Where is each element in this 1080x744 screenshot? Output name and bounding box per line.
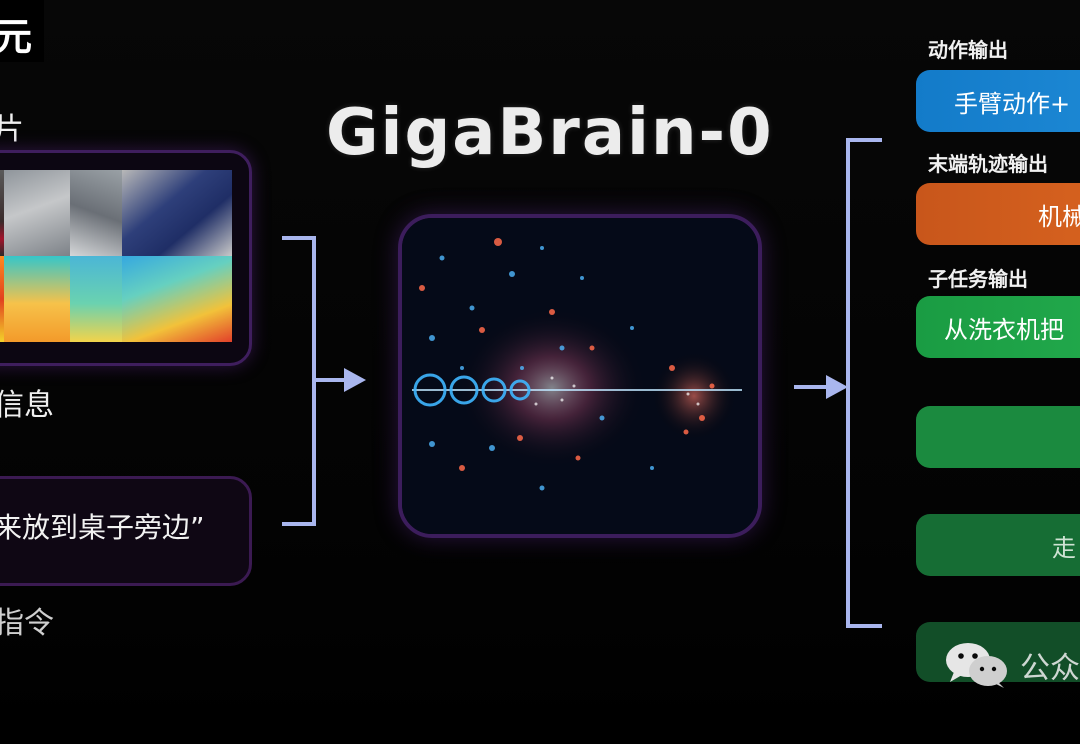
depth-image-3 (70, 256, 122, 342)
logo-tile (0, 0, 44, 62)
brain-visual-frame (398, 214, 762, 538)
bottom-strip (0, 712, 1080, 744)
camera-image-2 (4, 170, 70, 256)
logo-text: 元 (0, 14, 33, 59)
action-output-text: 手臂动作+ (954, 89, 1071, 118)
camera-image-1 (0, 170, 4, 256)
subtask-output-pill: 从洗衣机把 (916, 296, 1080, 358)
right-bracket-bottom (846, 624, 882, 628)
right-bracket-vertical (846, 138, 850, 628)
images-caption: 片 (0, 112, 24, 147)
subtask-output-text-3: 走 (1052, 533, 1076, 562)
action-output-pill: 手臂动作+ (916, 70, 1080, 132)
action-output-heading: 动作输出 (928, 38, 1008, 62)
right-bracket-top (846, 138, 882, 142)
right-arrow-head-icon (826, 375, 848, 399)
trajectory-output-heading: 末端轨迹输出 (928, 152, 1048, 176)
left-arrow-head-icon (344, 368, 366, 392)
watermark-text: 公众 (1020, 651, 1080, 686)
instruction-caption: 指令 (0, 606, 54, 641)
left-bracket-vertical (312, 236, 316, 526)
left-arrow-shaft (316, 378, 348, 382)
camera-image-4 (122, 170, 232, 256)
image-grid (0, 170, 232, 342)
model-title: GigaBrain-0 (326, 96, 774, 170)
wechat-icon (946, 643, 1007, 688)
right-arrow-shaft (794, 385, 830, 389)
subtask-output-pill-2 (916, 406, 1080, 468)
camera-image-3 (70, 170, 122, 256)
subtask-output-pill-3: 走 (916, 514, 1080, 576)
instruction-text: 来放到桌子旁边” (0, 511, 205, 544)
left-bracket-bottom (282, 522, 316, 526)
subtask-output-heading: 子任务输出 (928, 267, 1028, 291)
left-bracket-top (282, 236, 316, 240)
subtask-output-text: 从洗衣机把 (944, 315, 1064, 344)
neural-network-visual (402, 218, 758, 534)
instruction-panel (0, 476, 252, 586)
trajectory-output-pill: 机械 (916, 183, 1080, 245)
depth-image-1 (0, 256, 4, 342)
depth-image-2 (4, 256, 70, 342)
depth-image-4 (122, 256, 232, 342)
watermark: 公众 (944, 640, 1080, 690)
info-caption: 信息 (0, 388, 54, 423)
trajectory-output-text: 机械 (1038, 202, 1080, 231)
